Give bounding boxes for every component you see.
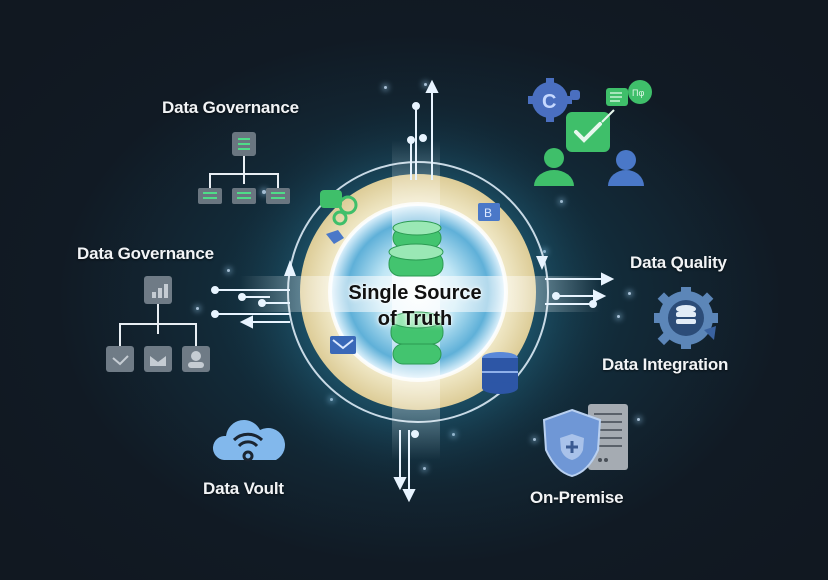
gear-c-icon: C [528,78,580,122]
user-blue-icon [608,150,644,186]
center-title-line1: Single Source [348,282,482,304]
sparkle [424,83,427,86]
hierarchy-tree-icon [198,132,290,204]
mail-icon [330,336,356,354]
node-label-vault: Data Voult [203,479,284,498]
check-badge-icon [566,109,615,152]
node-label-quality: Data Quality [630,253,727,272]
svg-text:C: C [542,91,556,113]
team-approval-icon: C Πφ [528,78,652,186]
node-label-governance-top: Data Governance [162,98,299,117]
blue-db-icon [482,352,518,394]
org-chart-icon [106,276,210,372]
cloud-wifi-icon [212,420,285,462]
gear-database-icon [654,287,718,349]
svg-text:B: B [484,206,492,220]
shield-server-icon [542,404,628,478]
node-label-integration: Data Integration [602,355,729,374]
sparkle [384,86,387,89]
sparkle [628,292,631,295]
robot-gears-icon [320,190,358,226]
hand-icon [326,230,344,244]
sparkle [617,315,620,318]
svg-text:Πφ: Πφ [632,88,644,98]
user-green-icon [534,148,574,186]
node-label-governance-left: Data Governance [77,244,214,263]
chat-bubble-icon: Πφ [606,80,652,106]
sparkle [637,418,640,421]
browser-b-icon: B [478,203,500,221]
node-label-on-premise: On-Premise [530,488,624,507]
sparkle [196,307,199,310]
center-title-line2: of Truth [377,308,453,330]
center-title: Single Source of Truth [320,280,510,332]
